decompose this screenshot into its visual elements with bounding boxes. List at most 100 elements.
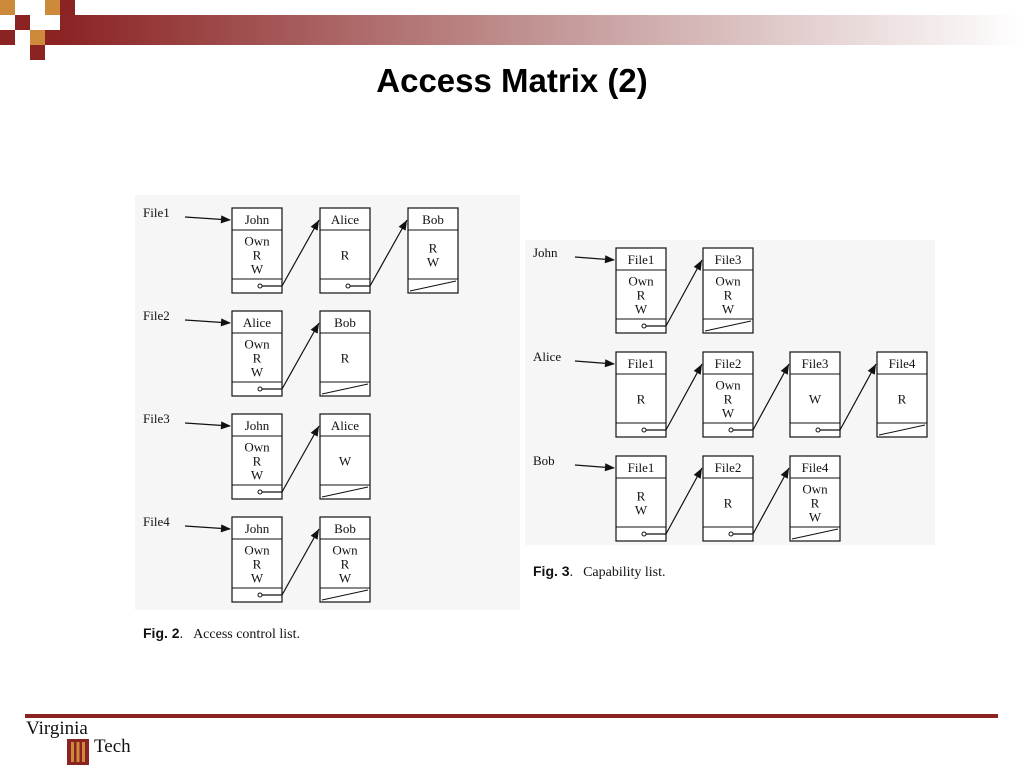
access-right: R [341, 557, 350, 572]
figure-caption: Fig. 2.Access control list. [143, 625, 300, 642]
access-right: R [811, 496, 820, 511]
link-line [752, 363, 790, 431]
access-right: Own [715, 378, 741, 393]
footer-divider [25, 714, 998, 718]
link-line [665, 363, 703, 431]
access-right: R [637, 489, 646, 504]
arrow-head [780, 468, 789, 479]
arrow-head [310, 220, 319, 231]
node-name: File1 [628, 356, 655, 371]
access-right: R [724, 288, 733, 303]
pointer-dot [641, 323, 647, 329]
logo-word-tech: Tech [94, 736, 131, 757]
access-right: Own [628, 274, 654, 289]
caption-text: Fig. 2.Access control list. [143, 625, 300, 642]
link-line [665, 259, 703, 327]
access-right: Own [332, 543, 358, 558]
node-name: Alice [243, 315, 271, 330]
access-right: R [898, 392, 907, 407]
access-right: Own [244, 543, 270, 558]
null-pointer [791, 528, 839, 540]
access-right: R [341, 248, 350, 263]
access-right: W [809, 392, 822, 407]
access-right: W [635, 302, 648, 317]
pointer-dot [728, 531, 734, 537]
node-name: File1 [628, 460, 655, 475]
link-line [281, 425, 320, 493]
access-right: R [253, 248, 262, 263]
access-right: R [429, 241, 438, 256]
null-pointer [878, 424, 926, 436]
pointer-dot [641, 427, 647, 433]
access-right: R [724, 496, 733, 511]
node-name: File3 [715, 252, 742, 267]
node-name: File2 [715, 460, 742, 475]
pointer-dot [257, 592, 263, 598]
access-right: W [251, 365, 264, 380]
node-name: John [245, 418, 270, 433]
access-right: R [253, 351, 262, 366]
arrow-head [398, 220, 407, 231]
pointer-dot [345, 283, 351, 289]
link-line [665, 467, 703, 535]
access-right: W [251, 262, 264, 277]
null-pointer [321, 589, 369, 601]
caption-label: Capability list. [583, 565, 665, 580]
access-right: W [251, 571, 264, 586]
row-label: File3 [143, 411, 170, 426]
arrow-head [604, 359, 615, 368]
arrow-head [780, 364, 789, 375]
link-line [281, 528, 320, 596]
caption-label: Access control list. [193, 627, 300, 642]
slide-title: Access Matrix (2) [376, 62, 648, 99]
arrow-head [310, 529, 319, 540]
arrow-head [693, 260, 702, 271]
access-right: R [341, 351, 350, 366]
row-label: File2 [143, 308, 170, 323]
access-right: W [251, 468, 264, 483]
logo-word-virginia: Virginia [26, 718, 88, 739]
access-right: W [339, 571, 352, 586]
node-name: File1 [628, 252, 655, 267]
pointer-dot [257, 489, 263, 495]
access-right: Own [715, 274, 741, 289]
node-name: John [245, 212, 270, 227]
access-right: Own [802, 482, 828, 497]
row-label: John [533, 245, 558, 260]
null-pointer [321, 383, 369, 395]
node-name: Bob [334, 315, 356, 330]
caption-text: Fig. 3.Capability list. [533, 563, 666, 580]
caption-fig-number: Fig. 3 [533, 563, 570, 579]
null-pointer [321, 486, 369, 498]
node-name: Bob [422, 212, 444, 227]
header-decoration [0, 0, 1024, 60]
pointer-dot [728, 427, 734, 433]
access-right: Own [244, 440, 270, 455]
access-right: R [253, 454, 262, 469]
figure-caption: Fig. 3.Capability list. [533, 563, 666, 580]
row-label: File4 [143, 514, 170, 529]
access-right: R [724, 392, 733, 407]
arrow-head [310, 323, 319, 334]
access-right: W [427, 255, 440, 270]
access-right: R [637, 288, 646, 303]
